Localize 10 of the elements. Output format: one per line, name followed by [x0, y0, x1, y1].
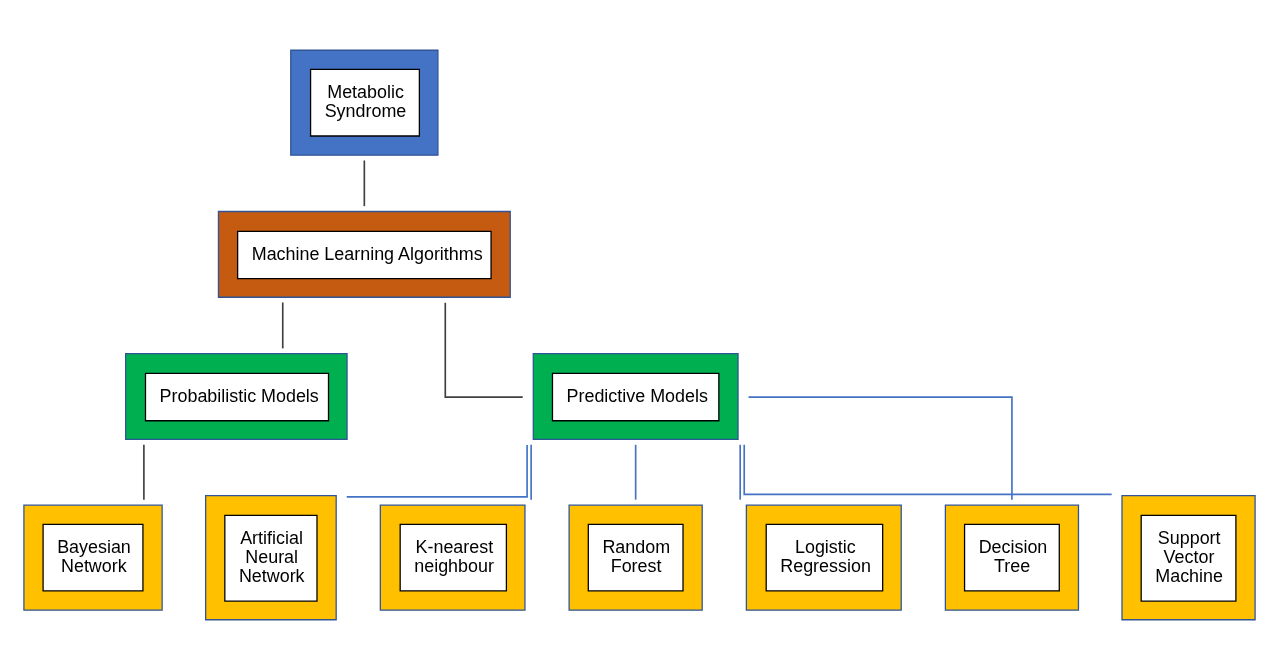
connector [743, 444, 1113, 496]
connector [634, 444, 637, 501]
connector [530, 444, 532, 501]
connector [143, 444, 145, 501]
connector [739, 444, 741, 501]
connector [747, 396, 1013, 501]
connector [281, 301, 284, 350]
connector [345, 444, 528, 498]
connector [444, 301, 524, 398]
connector [363, 159, 366, 207]
